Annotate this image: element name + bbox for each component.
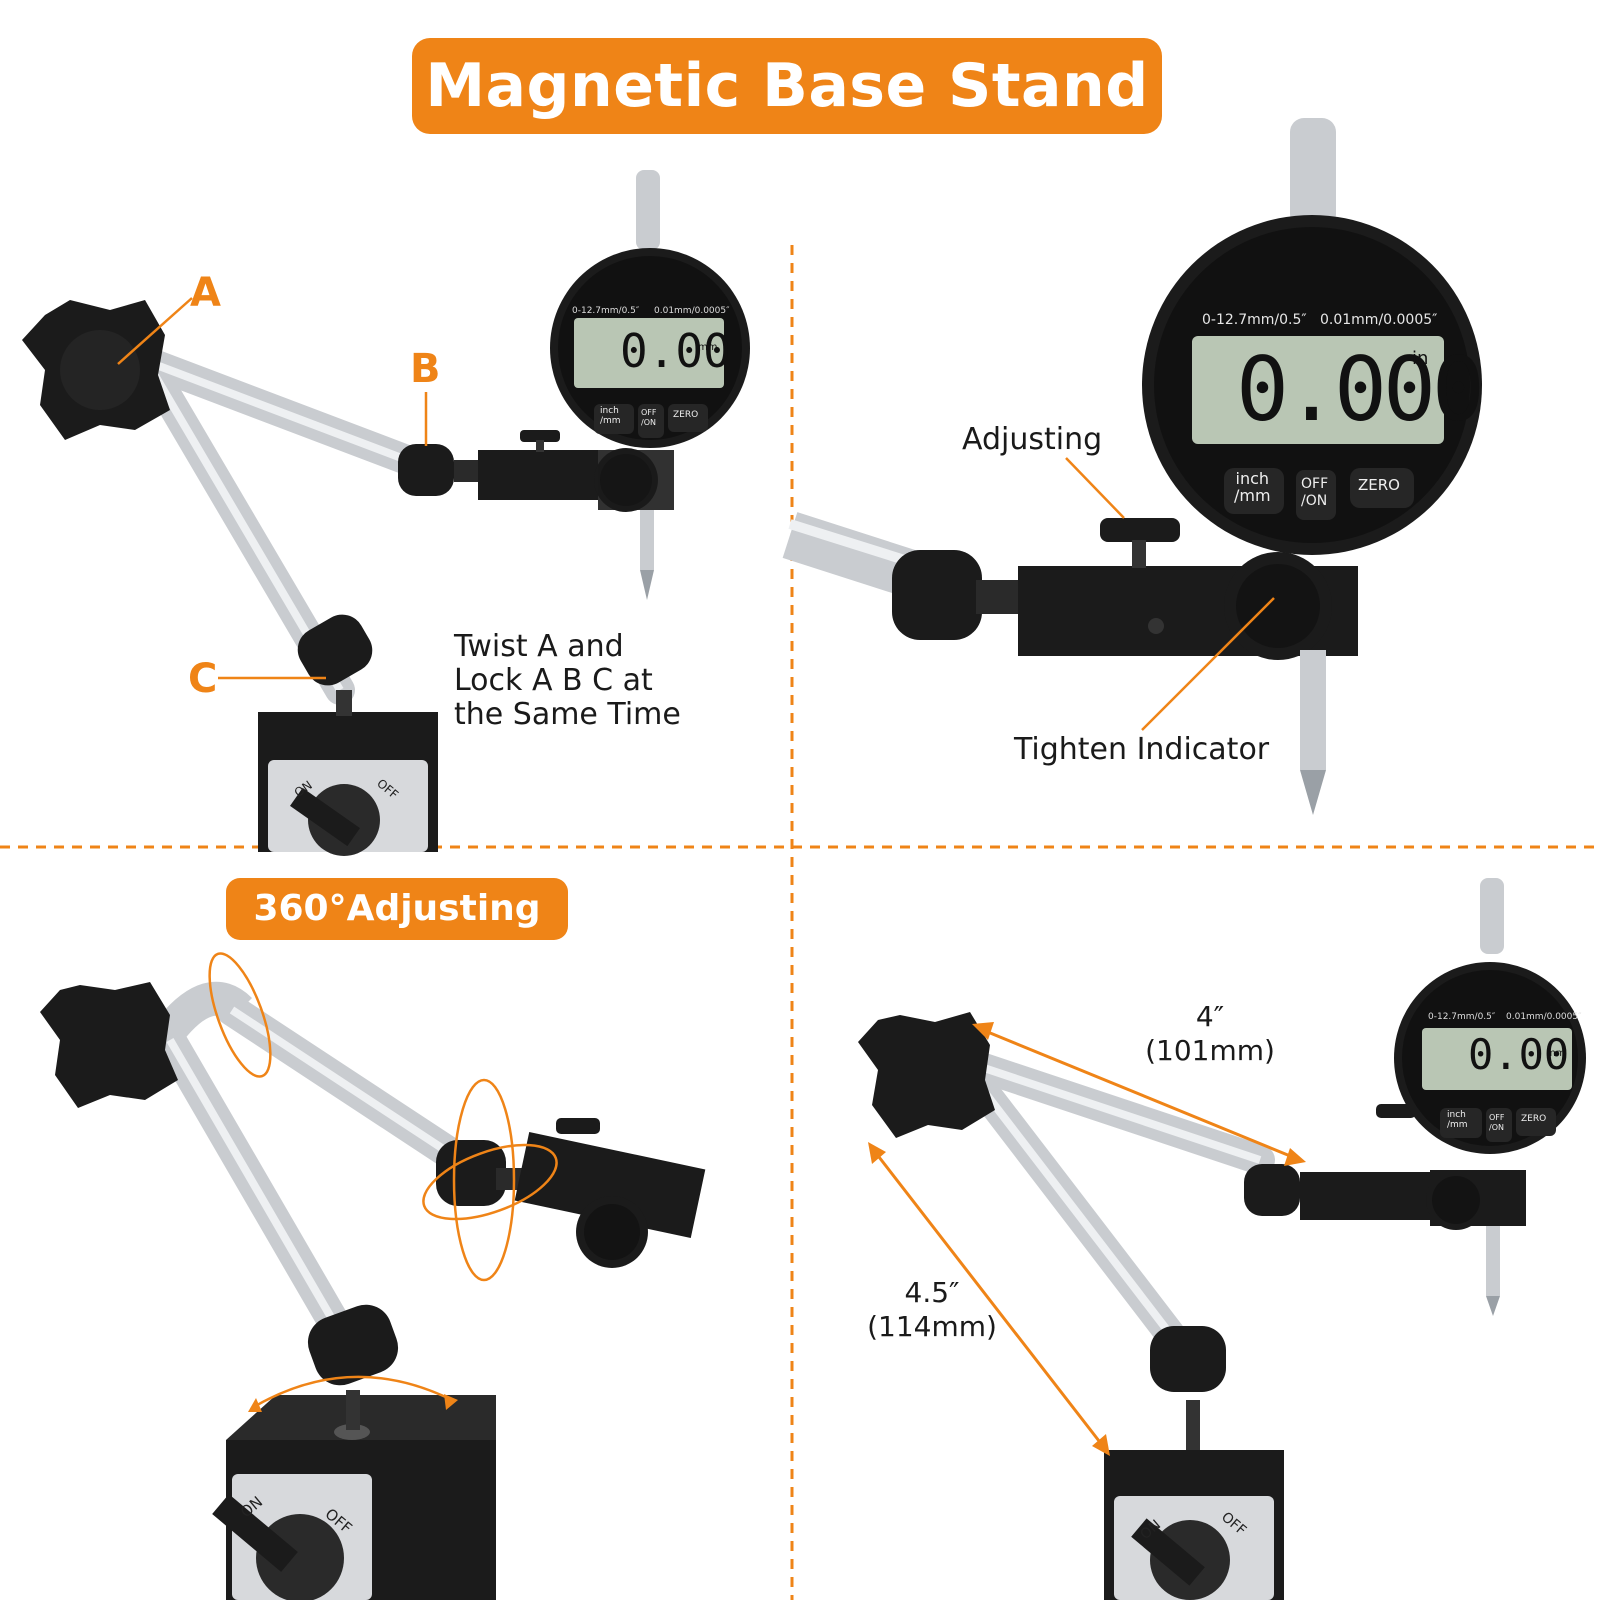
- label-b: B: [410, 346, 441, 392]
- knob-rotation: [40, 982, 178, 1108]
- btn-inch-3: inch/mm: [1447, 1110, 1468, 1130]
- label-c: C: [188, 656, 218, 702]
- indicator-unit-small: mm: [698, 342, 718, 353]
- btn-zero-large: ZERO: [1358, 476, 1400, 494]
- btn-zero-small: ZERO: [673, 410, 699, 420]
- indicator-reading-small: 0.00: [620, 324, 731, 378]
- indicator-resolution: 0.01mm/0.0005″: [1320, 312, 1438, 328]
- indicator-range-3: 0-12.7mm/0.5″: [1428, 1012, 1496, 1022]
- dimension-lower-arm: 4.5″ (114mm): [867, 1276, 997, 1343]
- indicator-resolution-small: 0.01mm/0.0005″: [654, 306, 730, 316]
- label-tighten-indicator: Tighten Indicator: [1014, 732, 1270, 767]
- dimension-upper-arm: 4″ (101mm): [1145, 1000, 1275, 1067]
- joint-b: [398, 444, 454, 496]
- btn-off-3: OFF/ON: [1489, 1113, 1505, 1132]
- indicator-reading-3: 0.00: [1468, 1030, 1570, 1079]
- indicator-resolution-3: 0.01mm/0.0005″: [1506, 1012, 1582, 1022]
- label-adjusting: Adjusting: [962, 422, 1103, 457]
- btn-off-small: OFF/ON: [641, 408, 657, 427]
- indicator-range: 0-12.7mm/0.5″: [1202, 312, 1307, 328]
- twist-instruction: Twist A and Lock A B C at the Same Time: [454, 629, 681, 732]
- adjusting-screw: [1100, 518, 1180, 542]
- subtitle-pill: 360°Adjusting: [226, 878, 568, 940]
- btn-zero-3: ZERO: [1521, 1114, 1547, 1124]
- tighten-knob: [1236, 564, 1320, 648]
- indicator-unit-large: in: [1412, 348, 1429, 369]
- page-title: Magnetic Base Stand: [412, 38, 1162, 134]
- btn-inch-small: inch/mm: [600, 406, 621, 426]
- clamp: [478, 450, 598, 500]
- btn-inch-large: inch/mm: [1234, 469, 1271, 505]
- label-a: A: [190, 270, 221, 316]
- joint-c: [297, 614, 373, 686]
- indicator-range-small: 0-12.7mm/0.5″: [572, 306, 640, 316]
- knob-dimensions: [858, 1012, 995, 1138]
- btn-off-large: OFF/ON: [1301, 476, 1329, 509]
- indicator-reading-large: 0.000: [1236, 338, 1485, 441]
- indicator-unit-3: mm: [1546, 1048, 1566, 1059]
